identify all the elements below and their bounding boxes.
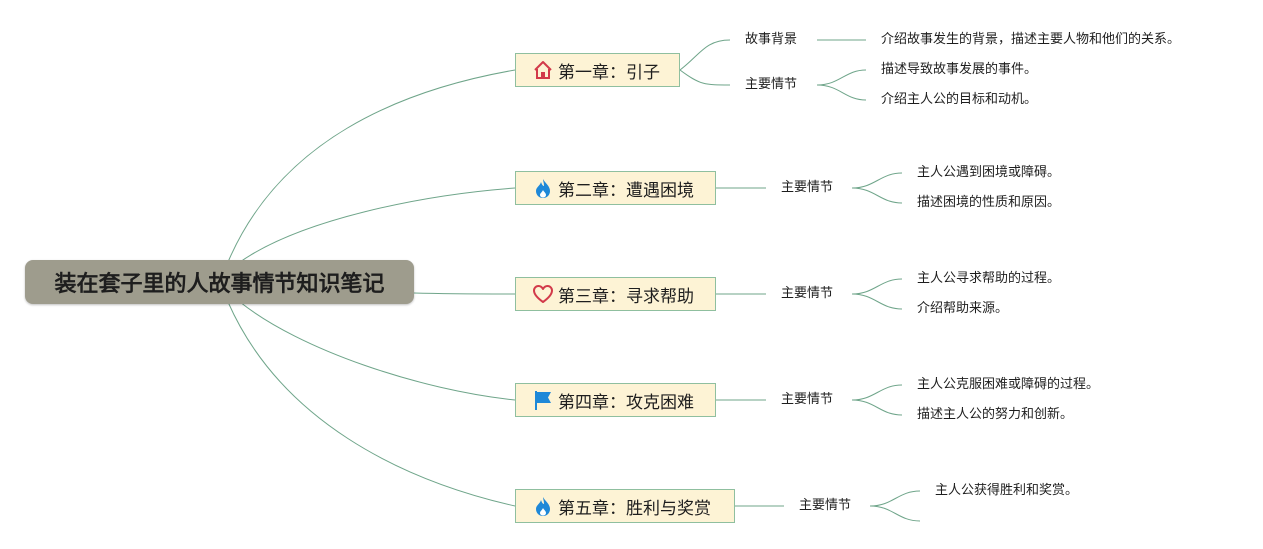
chapter-5-node[interactable]: 第五章：胜利与奖赏 [515, 489, 735, 523]
chapter-4-node[interactable]: 第四章：攻克困难 [515, 383, 716, 417]
chapter-1-title: 第一章：引子 [558, 62, 660, 83]
connector-ch1-plot-detail2 [816, 84, 867, 101]
connector-ch1-background [679, 39, 731, 71]
chapter-2-detail-1[interactable]: 主人公遇到困境或障碍。 [917, 165, 1061, 180]
chapter-2-detail-2[interactable]: 描述困境的性质和原因。 [917, 195, 1061, 210]
chapter-2-node[interactable]: 第二章：遭遇困境 [515, 171, 716, 205]
house-icon [532, 59, 554, 81]
chapter-5-title: 第五章：胜利与奖赏 [558, 498, 711, 519]
chapter-3-plot-label[interactable]: 主要情节 [781, 286, 834, 301]
chapter-4-title: 第四章：攻克困难 [558, 392, 694, 413]
chapter-3-title: 第三章：寻求帮助 [558, 286, 694, 307]
connector-ch1-plot-detail1 [816, 69, 867, 86]
chapter-3-detail-2[interactable]: 介绍帮助来源。 [917, 301, 1009, 316]
chapter-5-detail-1[interactable]: 主人公获得胜利和奖赏。 [935, 483, 1079, 498]
connector-ch5-detail2 [869, 505, 921, 522]
root-title: 装在套子里的人故事情节知识笔记 [54, 272, 385, 297]
chapter-1-background-detail[interactable]: 介绍故事发生的背景，描述主要人物和他们的关系。 [881, 32, 1181, 47]
chapter-1-plot-label[interactable]: 主要情节 [745, 77, 798, 92]
connector-ch5-detail1 [869, 490, 921, 507]
connector-root-ch3 [413, 292, 516, 295]
chapter-5-plot-label[interactable]: 主要情节 [799, 498, 852, 513]
chapter-4-detail-2[interactable]: 描述主人公的努力和创新。 [917, 407, 1074, 422]
flag-icon [532, 389, 554, 411]
connector-ch4-detail1 [851, 384, 903, 401]
heart-icon [532, 283, 554, 305]
connector-root-ch4 [239, 301, 516, 401]
chapter-4-plot-label[interactable]: 主要情节 [781, 392, 834, 407]
root-node[interactable]: 装在套子里的人故事情节知识笔记 [25, 260, 414, 304]
connector-ch2-detail1 [851, 172, 903, 189]
chapter-3-detail-1[interactable]: 主人公寻求帮助的过程。 [917, 271, 1061, 286]
connector-ch1-plot [679, 69, 731, 86]
connector-ch4-detail2 [851, 399, 903, 416]
connector-ch3-detail1 [851, 278, 903, 295]
chapter-1-plot-detail-1[interactable]: 描述导致故事发展的事件。 [881, 62, 1038, 77]
chapter-1-plot-detail-2[interactable]: 介绍主人公的目标和动机。 [881, 92, 1038, 107]
chapter-1-background-label[interactable]: 故事背景 [745, 32, 798, 47]
connector-ch3-detail2 [851, 293, 903, 310]
chapter-2-plot-label[interactable]: 主要情节 [781, 180, 834, 195]
connector-root-ch1 [227, 69, 516, 263]
chapter-1-node[interactable]: 第一章：引子 [515, 53, 680, 87]
connector-root-ch5 [227, 301, 516, 507]
flame-icon [532, 177, 554, 199]
connector-root-ch2 [239, 187, 516, 263]
chapter-2-title: 第二章：遭遇困境 [558, 180, 694, 201]
connector-ch2-detail2 [851, 187, 903, 204]
chapter-3-node[interactable]: 第三章：寻求帮助 [515, 277, 716, 311]
flame-icon [532, 495, 554, 517]
chapter-4-detail-1[interactable]: 主人公克服困难或障碍的过程。 [917, 377, 1100, 392]
